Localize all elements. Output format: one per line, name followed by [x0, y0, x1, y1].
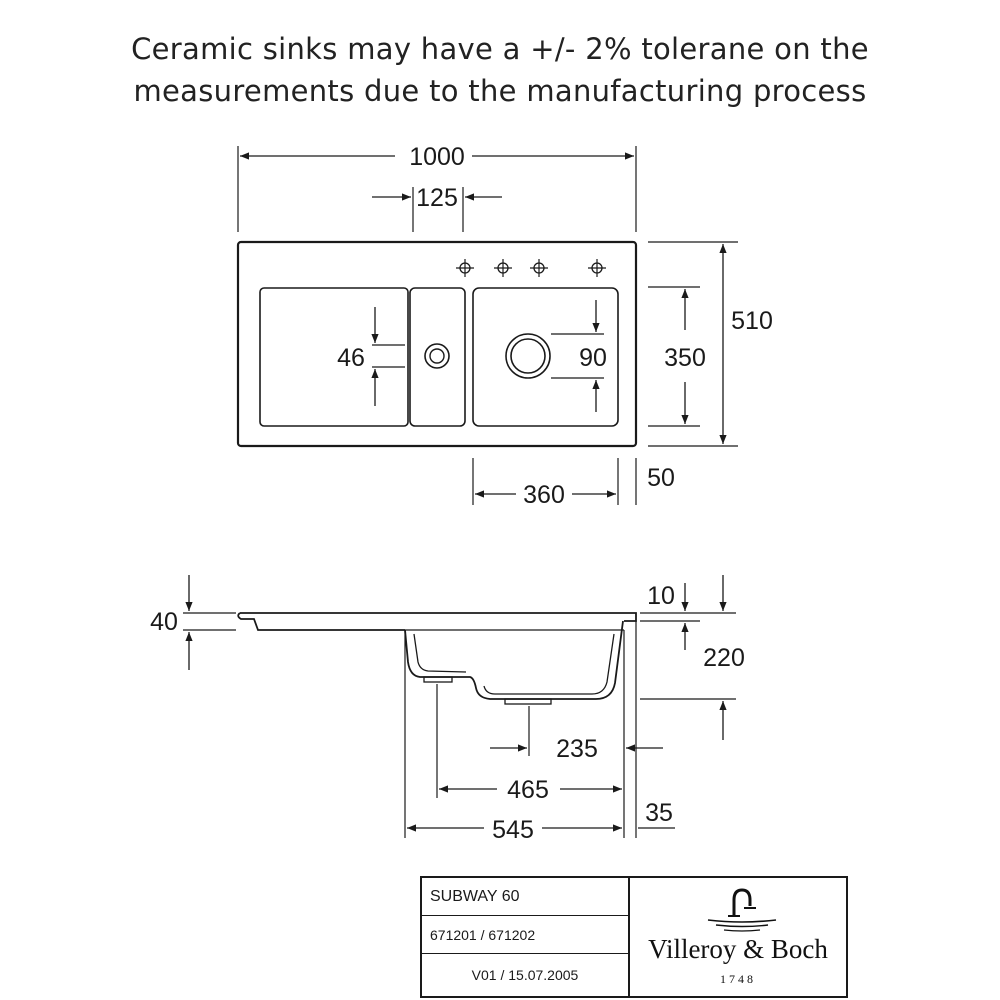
crosshair-icon: [493, 258, 513, 278]
faucet-logo-icon: [707, 888, 777, 932]
side-view: [183, 575, 736, 838]
brand-year: 1748: [720, 972, 756, 986]
dim-width-total: 1000: [409, 143, 465, 171]
drainer-area: [259, 287, 409, 427]
article-numbers: 671201 / 671202: [422, 916, 628, 954]
tolerance-note: Ceramic sinks may have a +/- 2% tolerane…: [0, 28, 1000, 112]
top-view: [236, 146, 738, 505]
dim-waste-offset-1: 235: [556, 735, 598, 763]
tolerance-note-line-1: Ceramic sinks may have a +/- 2% tolerane…: [131, 32, 869, 66]
dim-depth-total: 510: [731, 307, 773, 335]
crosshair-icon: [455, 258, 475, 278]
sink-profile: [237, 612, 637, 631]
dim-rim-thickness: 40: [150, 608, 178, 636]
title-block-info: SUBWAY 60 671201 / 671202 V01 / 15.07.20…: [422, 878, 630, 996]
dim-bowl-height: 220: [703, 644, 745, 672]
small-waste-spigot: [423, 676, 453, 683]
small-waste-outlet: [424, 343, 450, 369]
half-bowl: [409, 287, 466, 427]
version-date: V01 / 15.07.2005: [471, 967, 579, 983]
brand-logo: Villeroy & Boch 1748: [630, 878, 846, 996]
crosshair-icon: [529, 258, 549, 278]
main-waste-spigot: [504, 698, 552, 705]
dim-main-waste: 90: [579, 344, 607, 372]
dim-tap-offset: 125: [416, 184, 458, 212]
dim-bowl-span: 545: [492, 816, 534, 844]
dim-bowl-width: 360: [523, 481, 565, 509]
brand-name: Villeroy & Boch: [648, 934, 828, 964]
dim-edge-offset: 35: [645, 799, 673, 827]
tolerance-note-line-2: measurements due to the manufacturing pr…: [133, 74, 867, 108]
dim-edge-margin: 50: [647, 464, 675, 492]
title-block: SUBWAY 60 671201 / 671202 V01 / 15.07.20…: [420, 876, 848, 998]
dim-rim-top: 10: [647, 582, 675, 610]
dim-small-waste: 46: [337, 344, 365, 372]
main-bowl: [472, 287, 619, 427]
main-waste-outlet: [505, 333, 551, 379]
crosshair-icon: [587, 258, 607, 278]
dim-bowl-depth: 350: [664, 344, 706, 372]
dim-waste-offset-2: 465: [507, 776, 549, 804]
sink-outline: [236, 240, 638, 448]
model-name: SUBWAY 60: [422, 878, 628, 916]
